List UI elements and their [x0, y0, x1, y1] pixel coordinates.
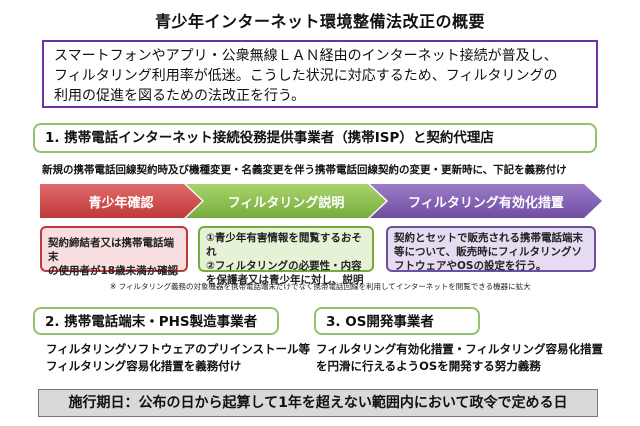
card-filtering-activation: 契約とセットで販売される携帯電話端末 等について、販売時にフィルタリングソ フト… — [386, 226, 596, 272]
section1-duty-text: 新規の携帯電話回線契約時及び機種変更・名義変更を伴う携帯電話回線契約の変更・更新… — [42, 164, 567, 176]
intro-line: スマートフォンやアプリ・公衆無線ＬＡＮ経由のインターネット接続が普及し、 — [54, 48, 558, 64]
card-line: 契約締結者又は携帯電話端末 — [48, 237, 174, 263]
section3-heading: 3. OS開発事業者 — [314, 307, 480, 335]
description-line: を円滑に行えるようOSを開発する努力義務 — [316, 359, 541, 373]
step-arrow-filtering-explanation: フィルタリング説明 — [186, 184, 386, 218]
card-line: ②フィルタリングの必要性・内容 — [206, 260, 362, 272]
section2-description: フィルタリングソフトウェアのプリインストール等 フィルタリング容易化措置を義務付… — [46, 341, 316, 375]
card-line: 契約とセットで販売される携帯電話端末 — [394, 232, 583, 244]
step-arrow-youth-check: 青少年確認 — [40, 184, 202, 218]
step-label: フィルタリング説明 — [227, 195, 345, 211]
description-line: フィルタリングソフトウェアのプリインストール等 — [46, 342, 311, 356]
card-line: を保護者又は青少年に対し、説明 — [206, 274, 364, 286]
description-line: フィルタリング有効化措置・フィルタリング容易化措置 — [316, 342, 604, 356]
card-youth-check: 契約締結者又は携帯電話端末 の使用者が18歳未満か確認 — [40, 226, 188, 277]
description-line: フィルタリング容易化措置を義務付け — [46, 359, 242, 373]
step-label: 青少年確認 — [88, 195, 154, 211]
intro-line: 利用の促進を図るための法改正を行う。 — [54, 88, 306, 104]
card-line: 等について、販売時にフィルタリングソ — [394, 246, 582, 258]
card-line: フトウェアやOSの設定を行う。 — [394, 260, 547, 272]
footnote: ※ フィルタリング義務の対象機器を携帯電話端末だけでなく携帯電話回線を利用してイ… — [110, 282, 531, 291]
page-title: 青少年インターネット環境整備法改正の概要 — [154, 12, 485, 31]
card-line: の使用者が18歳未満か確認 — [48, 265, 179, 277]
intro-box: スマートフォンやアプリ・公衆無線ＬＡＮ経由のインターネット接続が普及し、 フィル… — [42, 40, 598, 108]
card-filtering-explanation: ①青少年有害情報を閲覧するおそれ ②フィルタリングの必要性・内容 を保護者又は青… — [198, 226, 374, 286]
enforcement-date-banner: 施行期日：公布の日から起算して1年を超えない範囲内において政令で定める日 — [38, 389, 598, 417]
section1-heading: 1. 携帯電話インターネット接続役務提供事業者（携帯ISP）と契約代理店 — [33, 123, 597, 153]
intro-line: フィルタリング利用率が低迷。こうした状況に対応するため、フィルタリングの — [54, 68, 558, 84]
section3-description: フィルタリング有効化措置・フィルタリング容易化措置 を円滑に行えるようOSを開発… — [316, 341, 616, 375]
card-line: ①青少年有害情報を閲覧するおそれ — [206, 232, 362, 258]
step-arrow-filtering-activation: フィルタリング有効化措置 — [370, 184, 602, 218]
section2-heading: 2. 携帯電話端末・PHS製造事業者 — [33, 307, 279, 335]
step-label: フィルタリング有効化措置 — [408, 195, 564, 211]
